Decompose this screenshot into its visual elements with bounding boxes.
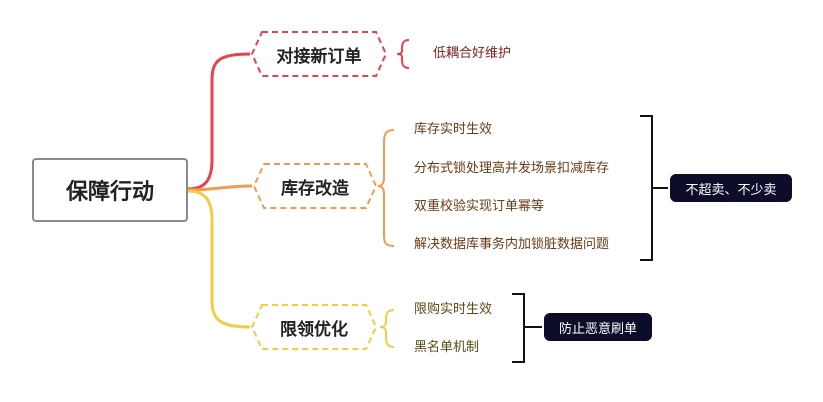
summary-bracket-2 [640, 115, 668, 261]
branch-label-2: 库存改造 [281, 178, 349, 199]
summary-tag-limit[interactable]: 防止恶意刷单 [544, 313, 652, 341]
summary-bracket-3 [512, 293, 542, 363]
summary-tag-inventory[interactable]: 不超卖、不少卖 [670, 174, 792, 202]
leaf-text: 分布式锁处理高并发场景扣减库存 [414, 161, 610, 176]
root-node[interactable]: 保障行动 [32, 158, 188, 222]
branch-label-1: 对接新订单 [276, 46, 362, 67]
brace-branch-1 [396, 39, 410, 69]
leaf-text: 黑名单机制 [414, 340, 480, 355]
root-label: 保障行动 [65, 180, 154, 205]
branch-box-3[interactable] [250, 304, 378, 350]
connector-branch-2 [187, 184, 253, 192]
leaf-text: 库存实时生效 [414, 122, 493, 137]
branch-box-2[interactable] [252, 163, 378, 209]
connector-branch-1 [187, 52, 251, 191]
leaf-text: 低耦合好维护 [433, 46, 512, 61]
brace-branch-2 [377, 129, 395, 247]
connector-branch-3 [187, 189, 251, 329]
leaf-text: 解决数据库事务内加锁脏数据问题 [414, 237, 610, 252]
branch-label-3: 限领优化 [280, 319, 348, 340]
leaf-text: 限购实时生效 [414, 302, 493, 317]
summary-tag-label: 不超卖、不少卖 [685, 182, 777, 198]
summary-tag-label: 防止恶意刷单 [558, 321, 637, 337]
leaf-text: 双重校验实现订单幂等 [414, 199, 545, 214]
brace-branch-3 [379, 309, 395, 348]
branch-box-1[interactable] [250, 31, 388, 77]
